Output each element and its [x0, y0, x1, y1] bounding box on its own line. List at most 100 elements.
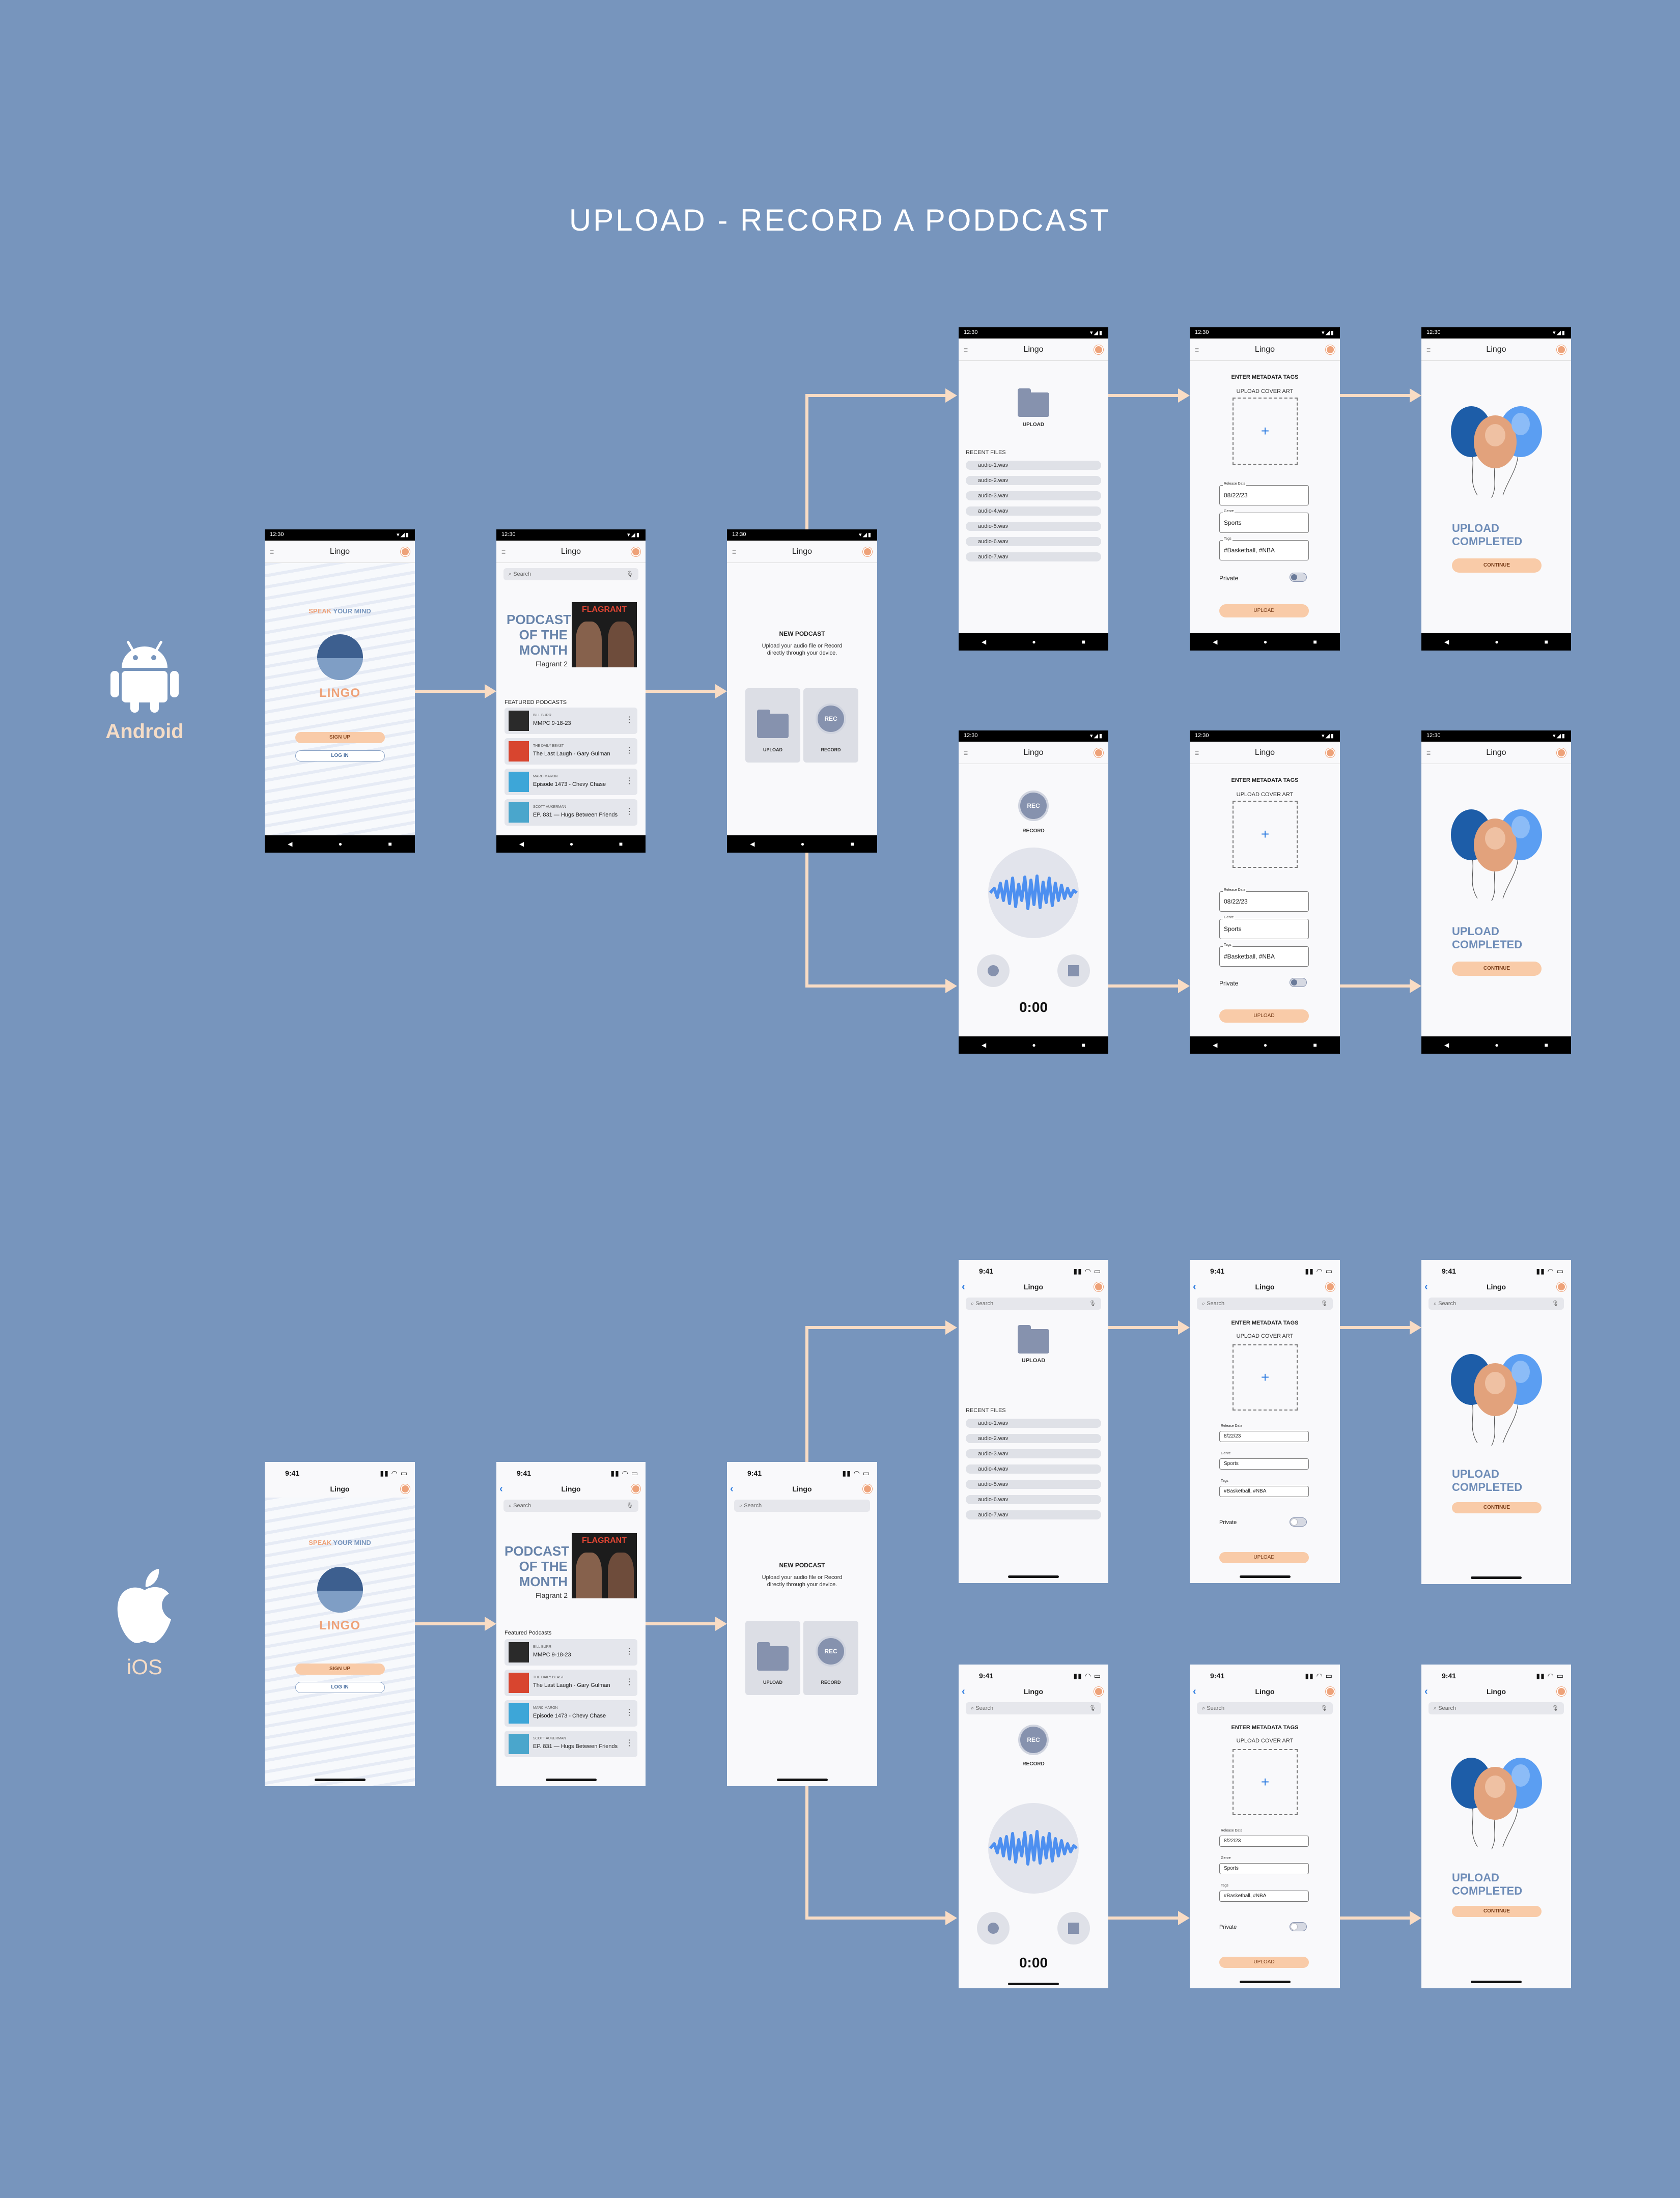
avatar[interactable]	[401, 547, 410, 556]
avatar[interactable]	[1557, 1282, 1566, 1291]
more-icon[interactable]: ⋮	[625, 1678, 633, 1686]
cover-art-dropzone[interactable]: +	[1233, 1749, 1298, 1815]
file-item[interactable]: audio-5.wav	[966, 522, 1101, 531]
home-icon[interactable]: ●	[1495, 1041, 1499, 1049]
tags-field[interactable]: Tags#Basketball, #NBA	[1219, 1479, 1309, 1497]
avatar[interactable]	[1326, 345, 1335, 354]
back-icon[interactable]: ◀	[1444, 638, 1449, 645]
continue-button[interactable]: CONTINUE	[1452, 558, 1542, 573]
upload-button[interactable]: UPLOAD	[1219, 1957, 1309, 1968]
tags-field[interactable]: Tags#Basketball, #NBA	[1219, 943, 1309, 967]
mic-icon[interactable]: 🎙	[1321, 1301, 1328, 1307]
home-icon[interactable]: ●	[1263, 1041, 1268, 1049]
file-item[interactable]: audio-3.wav	[966, 1449, 1101, 1458]
upload-button[interactable]: UPLOAD	[1219, 1009, 1309, 1023]
home-indicator[interactable]	[1008, 1983, 1059, 1985]
tags-field[interactable]: Tags#Basketball, #NBA	[1219, 1884, 1309, 1902]
menu-icon[interactable]: ≡	[964, 749, 968, 757]
home-icon[interactable]: ●	[1032, 1041, 1036, 1049]
back-chevron-icon[interactable]: ‹	[1193, 1281, 1196, 1292]
more-icon[interactable]: ⋮	[625, 1647, 633, 1656]
avatar[interactable]	[1094, 1687, 1103, 1696]
more-icon[interactable]: ⋮	[625, 807, 633, 816]
recents-icon[interactable]: ■	[1081, 1041, 1085, 1049]
menu-icon[interactable]: ≡	[1426, 346, 1431, 354]
avatar[interactable]	[863, 1484, 872, 1493]
sign-up-button[interactable]: SIGN UP	[295, 1664, 385, 1675]
home-indicator[interactable]	[1239, 1981, 1291, 1983]
file-item[interactable]: audio-1.wav	[966, 1419, 1101, 1428]
recents-icon[interactable]: ■	[619, 840, 623, 848]
private-toggle[interactable]	[1290, 1517, 1307, 1527]
menu-icon[interactable]: ≡	[270, 548, 274, 556]
upload-option-card[interactable]: UPLOAD	[745, 1621, 800, 1695]
avatar[interactable]	[631, 547, 640, 556]
avatar[interactable]	[1557, 748, 1566, 757]
recents-icon[interactable]: ■	[1544, 638, 1548, 645]
back-icon[interactable]: ◀	[982, 1041, 987, 1049]
log-in-button[interactable]: LOG IN	[295, 750, 385, 762]
recents-icon[interactable]: ■	[1313, 638, 1317, 645]
back-icon[interactable]: ◀	[750, 840, 755, 848]
folder-icon[interactable]	[1018, 388, 1049, 417]
search-bar[interactable]: ⌕ Search	[734, 1500, 870, 1512]
menu-icon[interactable]: ≡	[1195, 749, 1199, 757]
recents-icon[interactable]: ■	[388, 840, 392, 848]
back-chevron-icon[interactable]: ‹	[962, 1281, 965, 1292]
home-indicator[interactable]	[314, 1779, 366, 1781]
file-item[interactable]: audio-3.wav	[966, 491, 1101, 500]
potm-cover-image[interactable]: FLAGRANT	[572, 1533, 637, 1598]
more-icon[interactable]: ⋮	[625, 1739, 633, 1748]
stop-button[interactable]	[1057, 1912, 1090, 1945]
avatar[interactable]	[1326, 748, 1335, 757]
cover-art-dropzone[interactable]: +	[1233, 398, 1298, 465]
upload-button[interactable]: UPLOAD	[1219, 1552, 1309, 1563]
avatar[interactable]	[1557, 1687, 1566, 1696]
potm-cover-image[interactable]: FLAGRANT	[572, 602, 637, 667]
back-icon[interactable]: ◀	[1444, 1041, 1449, 1049]
mic-icon[interactable]: 🎙	[1552, 1705, 1559, 1711]
continue-button[interactable]: CONTINUE	[1452, 1906, 1542, 1917]
private-toggle[interactable]	[1290, 1922, 1307, 1931]
more-icon[interactable]: ⋮	[625, 777, 633, 785]
more-icon[interactable]: ⋮	[625, 1708, 633, 1717]
rec-button[interactable]: REC	[1018, 791, 1049, 821]
file-item[interactable]: audio-7.wav	[966, 1510, 1101, 1519]
file-item[interactable]: audio-4.wav	[966, 506, 1101, 516]
search-bar[interactable]: ⌕ Search🎙	[966, 1298, 1101, 1310]
file-item[interactable]: audio-2.wav	[966, 476, 1101, 485]
home-icon[interactable]: ●	[569, 840, 574, 848]
more-icon[interactable]: ⋮	[625, 746, 633, 755]
home-indicator[interactable]	[1471, 1981, 1522, 1983]
private-toggle[interactable]	[1290, 978, 1307, 987]
log-in-button[interactable]: LOG IN	[295, 1682, 385, 1693]
cover-art-dropzone[interactable]: +	[1233, 1344, 1298, 1411]
file-item[interactable]: audio-5.wav	[966, 1480, 1101, 1489]
recents-icon[interactable]: ■	[850, 840, 854, 848]
search-bar[interactable]: ⌕ Search🎙	[966, 1702, 1101, 1714]
home-icon[interactable]: ●	[1263, 638, 1268, 645]
file-item[interactable]: audio-6.wav	[966, 1495, 1101, 1504]
mic-icon[interactable]: 🎙	[1089, 1301, 1096, 1307]
search-bar[interactable]: ⌕ Search🎙	[503, 1500, 638, 1512]
file-item[interactable]: audio-4.wav	[966, 1464, 1101, 1474]
avatar[interactable]	[401, 1484, 410, 1493]
menu-icon[interactable]: ≡	[1195, 346, 1199, 354]
back-chevron-icon[interactable]: ‹	[730, 1483, 734, 1495]
menu-icon[interactable]: ≡	[964, 346, 968, 354]
recents-icon[interactable]: ■	[1313, 1041, 1317, 1049]
tags-field[interactable]: Tags#Basketball, #NBA	[1219, 537, 1309, 560]
